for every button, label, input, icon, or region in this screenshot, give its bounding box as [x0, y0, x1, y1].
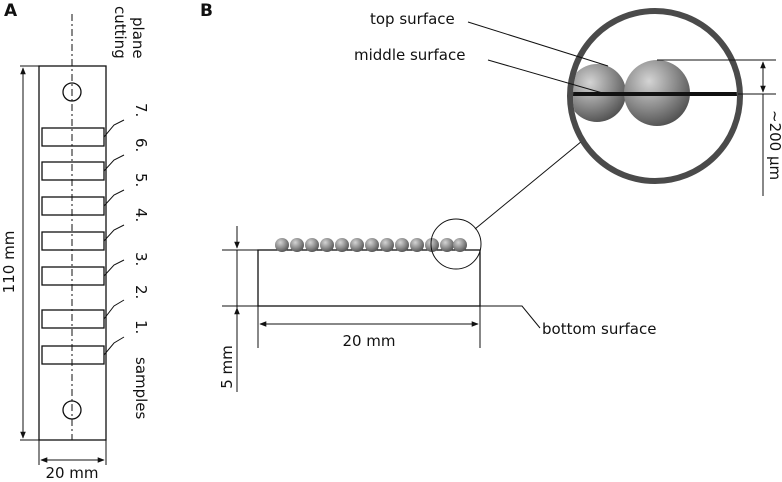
- sample-4: [41, 231, 105, 251]
- middle-surface-layer: [573, 92, 737, 96]
- middle-surface-leader: [487, 59, 607, 95]
- hole-top: [62, 82, 82, 102]
- sample-2: [41, 309, 105, 329]
- panel-b: B 5 mm 20 mm: [200, 1, 782, 392]
- leader-3: [103, 259, 125, 277]
- layer-dimension-label: ~200 µm: [766, 110, 782, 180]
- panel-a: A 7. 6. 5. 4. 3. 2. 1. samples: [0, 1, 150, 482]
- panel-a-letter: A: [4, 1, 18, 21]
- leader-2: [103, 299, 125, 320]
- sample-number-1: 1.: [132, 320, 150, 334]
- sample-number-6: 6.: [132, 138, 150, 152]
- sample-number-3: 3.: [132, 252, 150, 266]
- leader-5: [103, 189, 125, 207]
- sample-cross-section: [257, 249, 481, 307]
- detail-circle: [430, 218, 482, 270]
- sample-3: [41, 266, 105, 286]
- leader-1: [103, 336, 125, 356]
- sample-5: [41, 196, 105, 216]
- middle-surface-label: middle surface: [354, 46, 465, 64]
- leader-7: [103, 119, 125, 138]
- leader-6: [103, 154, 125, 172]
- sample-number-7: 7.: [132, 103, 150, 117]
- magnified-view: ~200 µm: [567, 8, 782, 196]
- bottom-surface-label: bottom surface: [542, 320, 656, 338]
- cutting-plane-label-1: cutting: [111, 6, 129, 59]
- leader-4: [103, 224, 125, 242]
- bottom-surface-leader: [480, 305, 541, 329]
- sample-number-5: 5.: [132, 173, 150, 187]
- sample-7: [41, 127, 105, 147]
- powder-particles: [275, 238, 467, 252]
- height-dimension-label: 110 mm: [0, 231, 18, 294]
- b-width-dimension-label: 20 mm: [342, 332, 395, 350]
- sample-number-4: 4.: [132, 208, 150, 222]
- hole-bottom: [62, 400, 82, 420]
- magnified-frame: [567, 8, 743, 184]
- sample-1: [41, 345, 105, 365]
- samples-label: samples: [132, 357, 150, 420]
- cutting-plane-label-2: plane: [129, 17, 147, 59]
- panel-b-letter: B: [200, 1, 213, 21]
- top-surface-label: top surface: [370, 10, 455, 28]
- width-dimension-label: 20 mm: [45, 464, 98, 482]
- sample-6: [41, 161, 105, 181]
- detail-connector: [474, 140, 583, 230]
- top-surface-leader: [467, 21, 609, 67]
- sample-number-2: 2.: [132, 285, 150, 299]
- thickness-dimension-label: 5 mm: [218, 345, 236, 389]
